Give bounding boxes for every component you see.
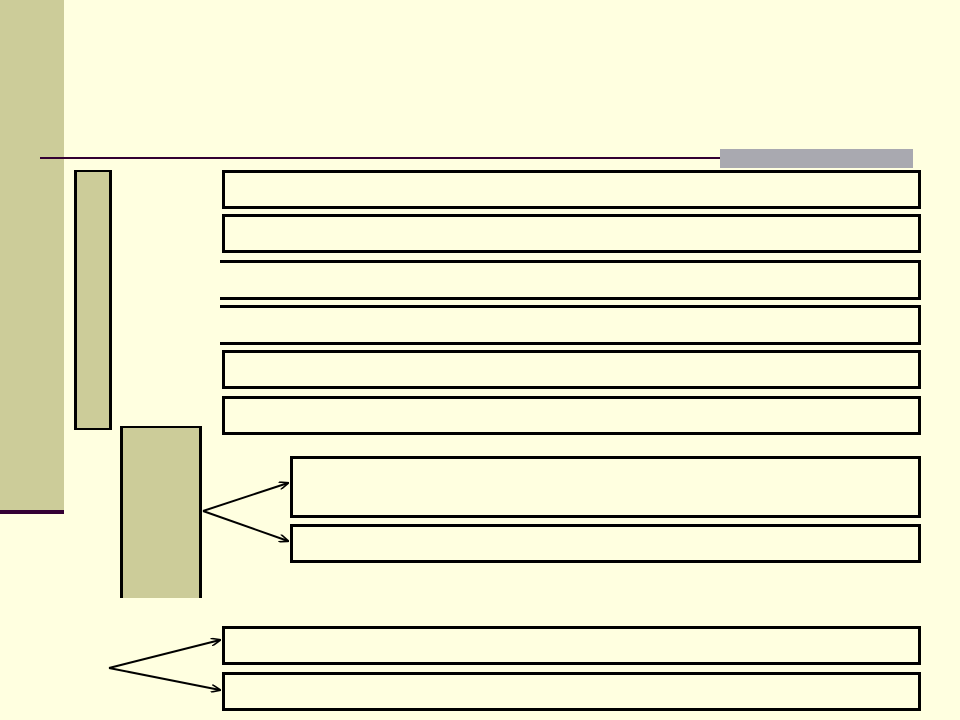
- arrow-to-group-b-item-2: [202, 510, 288, 541]
- group-a-item-2: [222, 214, 921, 253]
- group-c-item-1: [222, 626, 921, 665]
- main-category-box: [74, 170, 112, 430]
- left-band-rule: [0, 510, 64, 514]
- arrow-to-group-b-item-1: [202, 483, 288, 512]
- group-a-item-6: [222, 396, 921, 435]
- group-c-item-2: [222, 672, 921, 711]
- left-decorative-band: [0, 0, 64, 512]
- group-a-item-3: [220, 260, 921, 300]
- group-a-item-5: [222, 350, 921, 389]
- arrow-to-group-c-item-2: [108, 667, 220, 690]
- title-accent-bar: [720, 149, 913, 168]
- slide-title: [80, 60, 900, 140]
- sub-category-box: [120, 426, 202, 598]
- group-b-item-2: [290, 524, 921, 563]
- group-a-item-1: [222, 170, 921, 209]
- arrow-to-group-c-item-1: [108, 640, 220, 669]
- title-rule: [40, 157, 912, 159]
- group-a-item-4: [220, 305, 921, 345]
- group-b-item-1: [290, 456, 921, 518]
